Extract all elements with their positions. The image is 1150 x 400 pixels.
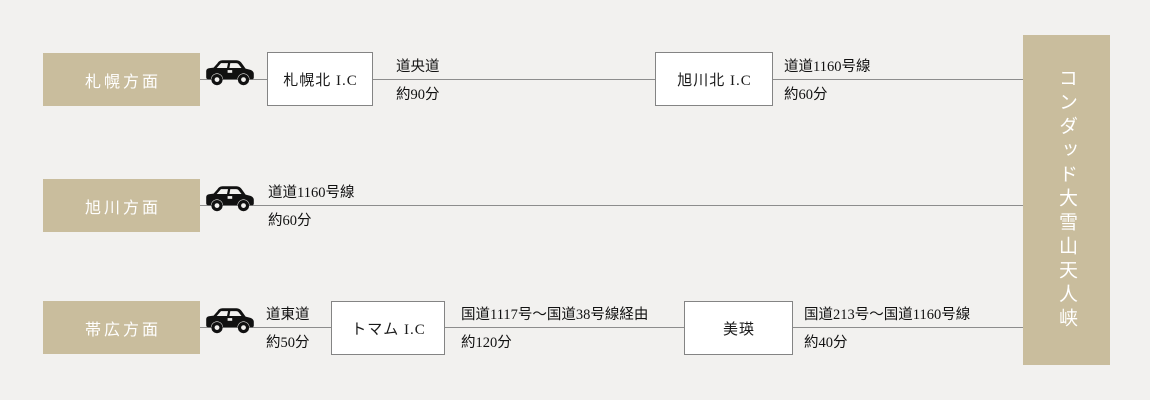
route-line-obihiro bbox=[200, 327, 1023, 328]
car-icon bbox=[205, 58, 255, 90]
origin-block-sapporo: 札幌方面 bbox=[43, 53, 200, 106]
segment-road-sapporo-2: 道道1160号線 bbox=[784, 59, 871, 75]
segment-time-sapporo-2: 約60分 bbox=[784, 87, 828, 103]
node-label-tomamu-ic: トマム I.C bbox=[351, 321, 426, 338]
segment-time-obihiro-2: 約120分 bbox=[461, 335, 512, 351]
destination-label: コンダッド大雪山天人峡 bbox=[1056, 68, 1077, 332]
node-box-asahikawa-kita-ic: 旭川北 I.C bbox=[655, 52, 773, 106]
origin-block-asahikawa: 旭川方面 bbox=[43, 179, 200, 232]
segment-time-sapporo-1: 約90分 bbox=[396, 87, 440, 103]
node-label-asahikawa-kita-ic: 旭川北 I.C bbox=[677, 72, 752, 89]
node-box-tomamu-ic: トマム I.C bbox=[331, 301, 445, 355]
node-label-sapporo-kita-ic: 札幌北 I.C bbox=[283, 72, 358, 89]
route-line-asahikawa bbox=[200, 205, 1023, 206]
segment-time-obihiro-1: 約50分 bbox=[266, 335, 310, 351]
car-icon bbox=[205, 184, 255, 216]
node-box-sapporo-kita-ic: 札幌北 I.C bbox=[267, 52, 373, 106]
route-line-sapporo bbox=[200, 79, 1023, 80]
segment-road-obihiro-3: 国道213号～国道1160号線 bbox=[804, 307, 971, 323]
origin-label-obihiro: 帯広方面 bbox=[84, 321, 161, 339]
origin-block-obihiro: 帯広方面 bbox=[43, 301, 200, 354]
segment-road-obihiro-2: 国道1117号～国道38号線経由 bbox=[461, 307, 649, 323]
segment-road-sapporo-1: 道央道 bbox=[396, 59, 440, 75]
segment-road-obihiro-1: 道東道 bbox=[266, 307, 310, 323]
origin-label-sapporo: 札幌方面 bbox=[84, 73, 161, 91]
segment-time-obihiro-3: 約40分 bbox=[804, 335, 848, 351]
destination-banner: コンダッド大雪山天人峡 bbox=[1023, 35, 1110, 365]
segment-time-asahikawa-1: 約60分 bbox=[268, 213, 312, 229]
car-icon bbox=[205, 306, 255, 338]
segment-road-asahikawa-1: 道道1160号線 bbox=[268, 185, 355, 201]
origin-label-asahikawa: 旭川方面 bbox=[84, 199, 161, 217]
node-box-biei: 美瑛 bbox=[684, 301, 793, 355]
node-label-biei: 美瑛 bbox=[722, 321, 755, 338]
